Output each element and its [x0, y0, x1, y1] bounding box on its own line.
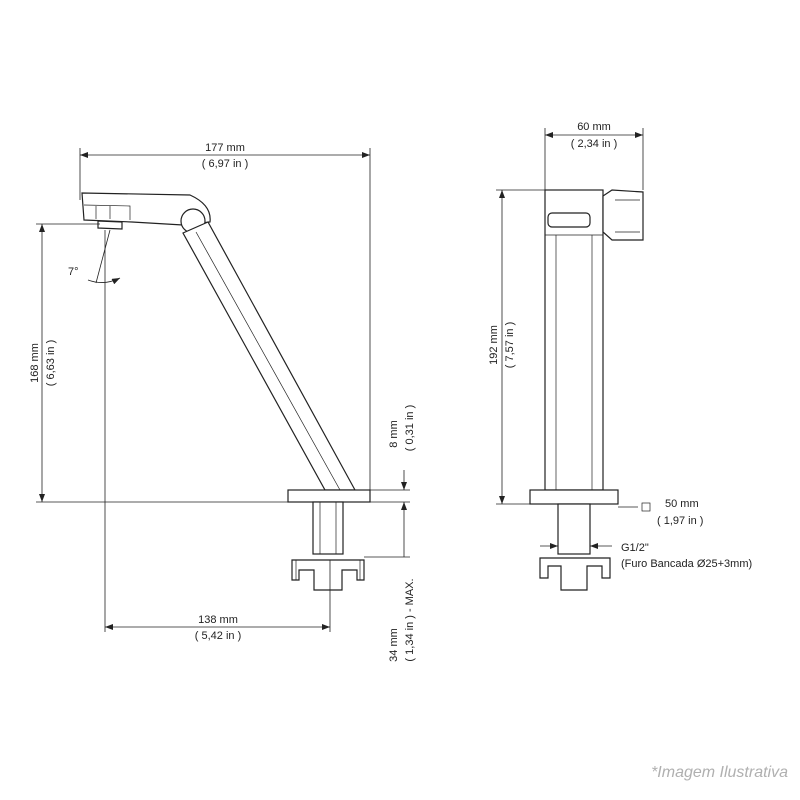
thickness-inch-label: ( 0,31 in ): [404, 405, 416, 451]
side-base-plate: [529, 489, 619, 505]
side-height-label: 192 mm: [488, 325, 500, 365]
spout-neck: [182, 221, 357, 491]
side-width-label: 60 mm: [577, 121, 611, 133]
side-height-inch-label: ( 7,57 in ): [504, 322, 516, 368]
counter-inch-label: ( 1,34 in ) - MAX.: [404, 578, 416, 661]
base-plate: [287, 489, 371, 503]
side-shank: [557, 503, 591, 555]
spout-head: [81, 192, 211, 226]
illustrative-caption: *Imagem Ilustrativa: [651, 764, 788, 781]
spout-neck-edge: [195, 231, 341, 491]
thickness-label: 8 mm: [388, 420, 400, 448]
side-handle: [602, 189, 644, 241]
side-fixing-nut: [539, 557, 611, 591]
angle-arc: [87, 277, 121, 285]
aerator: [97, 220, 123, 230]
side-aerator: [547, 212, 591, 228]
base-square-inch-label: ( 1,97 in ): [657, 515, 703, 527]
front-height-label: 168 mm: [29, 343, 41, 383]
reach-inch-label: ( 5,42 in ): [195, 630, 241, 642]
counter-label: 34 mm: [388, 628, 400, 662]
hole-label: (Furo Bancada Ø25+3mm): [621, 558, 752, 570]
angle-label: 7°: [68, 266, 79, 278]
side-view: 60 mm ( 2,34 in ) 192 mm ( 7,57 in ) 50 …: [488, 121, 752, 591]
front-width-label: 177 mm: [205, 142, 245, 154]
threaded-shank: [312, 501, 344, 555]
base-square-label: 50 mm: [665, 498, 699, 510]
fixing-nut: [291, 559, 365, 591]
side-body: [544, 189, 604, 491]
spout-head-detail: [83, 204, 131, 220]
front-width-inch-label: ( 6,97 in ): [202, 158, 248, 170]
angle-line: [95, 229, 111, 284]
square-symbol: [641, 502, 651, 512]
side-width-inch-label: ( 2,34 in ): [571, 138, 617, 150]
front-height-inch-label: ( 6,63 in ): [45, 340, 57, 386]
reach-label: 138 mm: [198, 614, 238, 626]
thread-label: G1/2": [621, 542, 649, 554]
front-view: 177 mm ( 6,97 in ) 168 mm ( 6,63 in ) 7°: [29, 142, 416, 662]
